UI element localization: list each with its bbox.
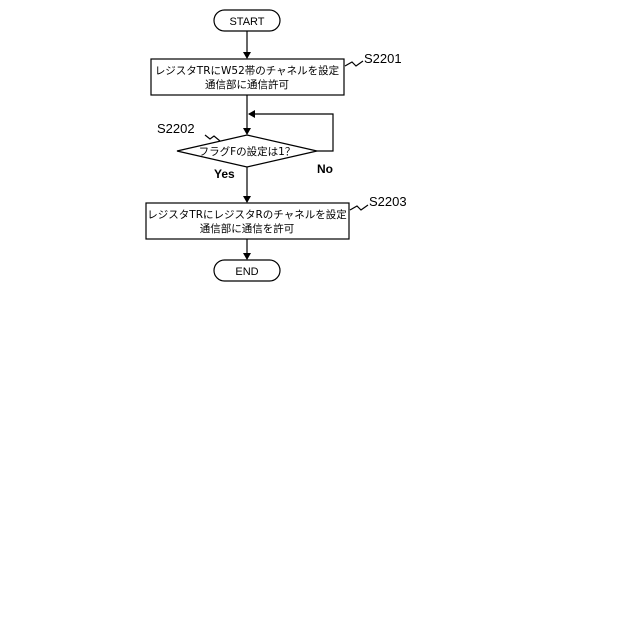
s2201-text-line1: レジスタTRにW52帯のチャネルを設定 (155, 64, 340, 77)
process-box-s2203: レジスタTRにレジスタRのチャネルを設定 通信部に通信を許可 (146, 203, 349, 239)
s2203-text-line2: 通信部に通信を許可 (200, 222, 295, 235)
decision-diamond-s2202: フラグFの設定は1？ (177, 135, 317, 167)
end-label: END (235, 266, 258, 278)
start-terminator: START (214, 10, 280, 31)
s2203-step-label: S2203 (369, 194, 407, 209)
no-branch-label: No (317, 162, 333, 176)
start-label: START (229, 16, 264, 28)
yes-branch-label: Yes (214, 167, 235, 181)
s2203-text-line1: レジスタTRにレジスタRのチャネルを設定 (147, 208, 347, 221)
s2203-leader-squiggle (350, 205, 368, 210)
s2202-step-label: S2202 (157, 121, 195, 136)
s2202-question: フラグFの設定は1？ (199, 145, 296, 158)
s2202-leader-squiggle (205, 135, 220, 141)
process-box-s2201: レジスタTRにW52帯のチャネルを設定 通信部に通信許可 (151, 59, 344, 95)
end-terminator: END (214, 260, 280, 281)
s2201-leader-squiggle (345, 61, 363, 66)
s2201-step-label: S2201 (364, 51, 402, 66)
s2201-text-line2: 通信部に通信許可 (205, 78, 289, 91)
